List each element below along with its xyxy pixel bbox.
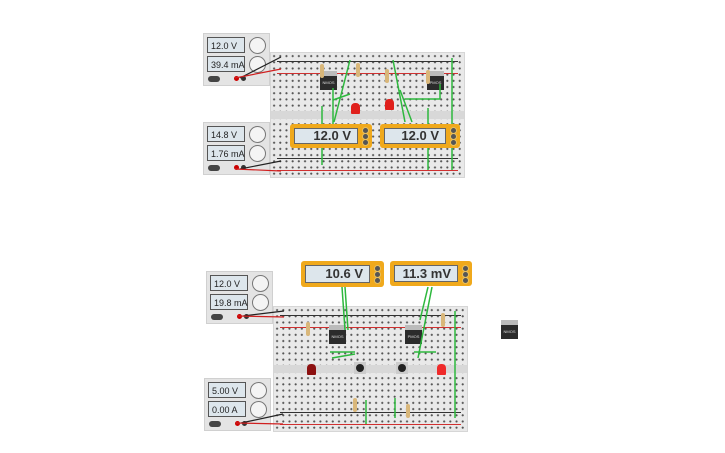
resistor[interactable] xyxy=(320,64,324,78)
power-switch[interactable] xyxy=(208,76,220,82)
meter-reading: 12.0 V xyxy=(294,128,358,144)
rail-positive xyxy=(280,424,461,425)
current-display: 0.00 A xyxy=(208,401,246,417)
mode-button[interactable] xyxy=(362,139,369,146)
meter-reading: 12.0 V xyxy=(384,128,446,144)
power-supply[interactable]: 12.0 V 39.4 mA xyxy=(203,33,270,86)
voltage-knob[interactable] xyxy=(250,382,267,399)
negative-terminal[interactable] xyxy=(244,314,249,319)
negative-terminal[interactable] xyxy=(241,76,246,81)
power-supply[interactable]: 12.0 V 19.8 mA xyxy=(206,271,273,324)
rail-positive xyxy=(280,327,461,328)
current-knob[interactable] xyxy=(252,294,269,311)
led-red[interactable] xyxy=(437,364,446,375)
pushbutton[interactable] xyxy=(396,362,408,374)
multimeter[interactable]: 11.3 mV xyxy=(390,261,472,286)
breadboard-divider xyxy=(271,111,464,119)
nmos-transistor[interactable]: NMOS xyxy=(320,71,337,90)
voltage-display: 12.0 V xyxy=(207,37,245,53)
pmos-transistor[interactable]: PMOS xyxy=(405,325,422,344)
current-knob[interactable] xyxy=(249,56,266,73)
voltage-display: 12.0 V xyxy=(210,275,248,291)
resistor[interactable] xyxy=(406,404,410,418)
multimeter[interactable]: 12.0 V xyxy=(380,124,460,148)
voltage-knob[interactable] xyxy=(252,275,269,292)
positive-terminal[interactable] xyxy=(234,76,239,81)
meter-reading: 10.6 V xyxy=(305,265,370,283)
rail-negative xyxy=(277,158,458,159)
led-red[interactable] xyxy=(351,103,360,114)
resistor[interactable] xyxy=(353,398,357,412)
meter-reading: 11.3 mV xyxy=(394,265,458,282)
pushbutton[interactable] xyxy=(354,362,366,374)
power-supply[interactable]: 5.00 V 0.00 A xyxy=(204,378,271,431)
resistor[interactable] xyxy=(441,313,445,327)
power-switch[interactable] xyxy=(208,165,220,171)
resistor[interactable] xyxy=(306,322,310,336)
mode-button[interactable] xyxy=(374,277,381,284)
current-knob[interactable] xyxy=(250,401,267,418)
current-display: 39.4 mA xyxy=(207,56,245,72)
multimeter[interactable]: 12.0 V xyxy=(290,124,372,148)
resistor[interactable] xyxy=(356,63,360,77)
current-knob[interactable] xyxy=(249,145,266,162)
rail-negative xyxy=(277,61,458,62)
rail-positive xyxy=(277,73,458,74)
positive-terminal[interactable] xyxy=(234,165,239,170)
voltage-display: 5.00 V xyxy=(208,382,246,398)
negative-terminal[interactable] xyxy=(242,421,247,426)
led-red-off[interactable] xyxy=(307,364,316,375)
positive-terminal[interactable] xyxy=(237,314,242,319)
current-display: 1.76 mA xyxy=(207,145,245,161)
power-switch[interactable] xyxy=(211,314,223,320)
power-supply[interactable]: 14.8 V 1.76 mA xyxy=(203,122,270,175)
breadboard-divider xyxy=(274,365,467,373)
voltage-knob[interactable] xyxy=(249,37,266,54)
mode-button[interactable] xyxy=(462,277,469,284)
rail-negative xyxy=(280,412,461,413)
rail-positive xyxy=(277,170,458,171)
negative-terminal[interactable] xyxy=(241,165,246,170)
multimeter[interactable]: 10.6 V xyxy=(301,261,384,287)
resistor[interactable] xyxy=(385,69,389,83)
voltage-knob[interactable] xyxy=(249,126,266,143)
power-switch[interactable] xyxy=(209,421,221,427)
breadboard-bottom[interactable] xyxy=(273,306,468,432)
voltage-display: 14.8 V xyxy=(207,126,245,142)
nmos-transistor[interactable]: NMOS xyxy=(329,325,346,344)
led-red[interactable] xyxy=(385,99,394,110)
resistor[interactable] xyxy=(426,70,430,84)
mode-button[interactable] xyxy=(450,139,457,146)
current-display: 19.8 mA xyxy=(210,294,248,310)
loose-nmos-transistor[interactable]: NMOS xyxy=(501,320,518,339)
positive-terminal[interactable] xyxy=(235,421,240,426)
rail-negative xyxy=(280,315,461,316)
